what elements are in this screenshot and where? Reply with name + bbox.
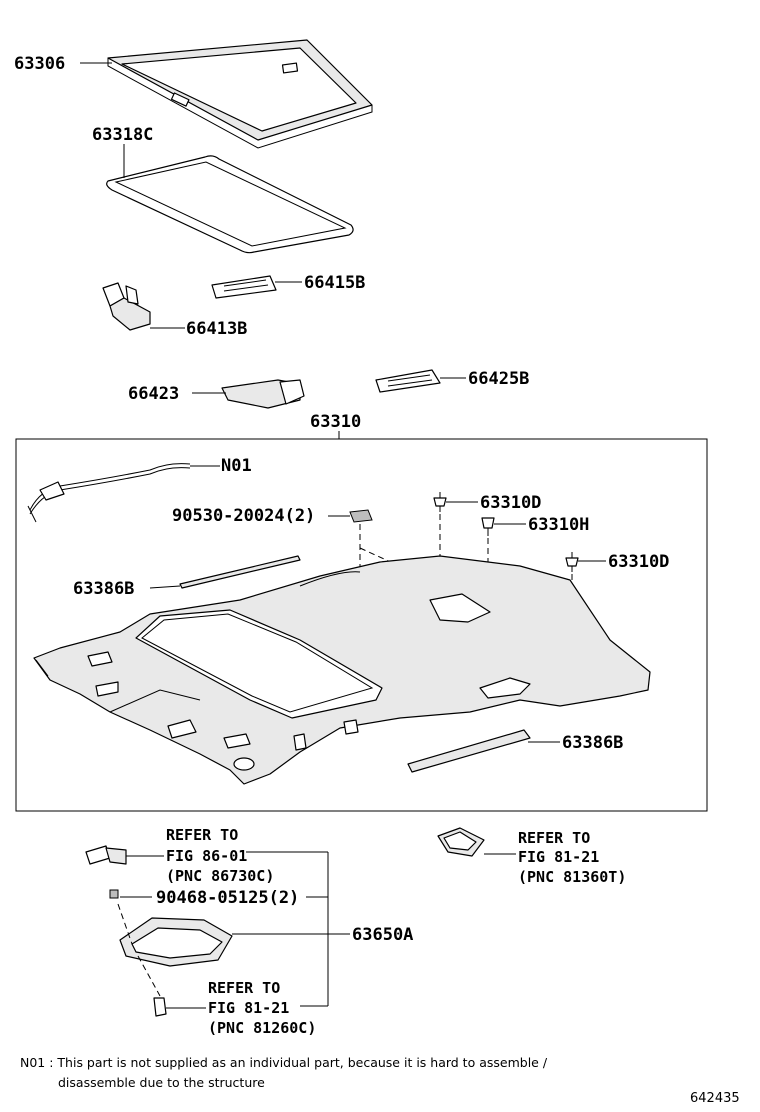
trim-strip-63386b-upper-drawing bbox=[179, 555, 301, 589]
label-66415b: 66415B bbox=[304, 273, 365, 293]
ref2-line1: REFER TO bbox=[518, 829, 590, 847]
diagram-code: 642435 bbox=[690, 1091, 740, 1106]
bracket-66423-drawing bbox=[221, 379, 305, 409]
footnote-line1: N01 : This part is not supplied as an in… bbox=[20, 1055, 548, 1070]
label-63310h: 63310H bbox=[528, 515, 589, 535]
label-63310: 63310 bbox=[310, 412, 361, 432]
screw-90468-drawing bbox=[109, 889, 119, 899]
label-63650a: 63650A bbox=[352, 925, 413, 945]
cover-66415b-drawing bbox=[211, 275, 277, 299]
ref1-line2: FIG 86-01 bbox=[166, 847, 247, 865]
ref3-line2: FIG 81-21 bbox=[208, 999, 289, 1017]
ref2-line2: FIG 81-21 bbox=[518, 848, 599, 866]
label-90468-05125: 90468-05125(2) bbox=[156, 888, 299, 908]
label-66423: 66423 bbox=[128, 384, 179, 404]
clip-63310d-right-drawing bbox=[565, 552, 579, 572]
headliner-body-drawing bbox=[33, 555, 651, 785]
weatherstrip-seal-drawing bbox=[106, 155, 354, 254]
room-lamp-drawing bbox=[437, 827, 485, 857]
ref1-line1: REFER TO bbox=[166, 826, 238, 844]
label-n01: N01 bbox=[221, 456, 252, 476]
bracket-66413b-drawing bbox=[102, 282, 151, 331]
ref2-line3: (PNC 81360T) bbox=[518, 868, 626, 886]
trim-strip-63386b-lower-drawing bbox=[407, 729, 531, 773]
label-63310d-upper: 63310D bbox=[480, 493, 541, 513]
label-63310d-right: 63310D bbox=[608, 552, 669, 572]
pad-90530-drawing bbox=[349, 509, 373, 523]
label-63386b-lower: 63386B bbox=[562, 733, 623, 753]
label-63306: 63306 bbox=[14, 54, 65, 74]
wire-harness-n01-drawing bbox=[27, 463, 191, 523]
label-63386b-upper: 63386B bbox=[73, 579, 134, 599]
assembly-63310-frame bbox=[15, 438, 708, 812]
ref1-line3: (PNC 86730C) bbox=[166, 867, 274, 885]
sunshade-panel-drawing bbox=[107, 39, 373, 149]
bulb-drawing bbox=[153, 997, 167, 1017]
label-63318c: 63318C bbox=[92, 125, 153, 145]
map-lamp-assembly-drawing bbox=[117, 903, 233, 997]
ref3-line1: REFER TO bbox=[208, 979, 280, 997]
footnote-line2: disassemble due to the structure bbox=[58, 1075, 265, 1090]
clip-63310h-drawing bbox=[481, 517, 495, 536]
label-66413b: 66413B bbox=[186, 319, 247, 339]
ref3-line3: (PNC 81260C) bbox=[208, 1019, 316, 1037]
label-90530-20024: 90530-20024(2) bbox=[172, 506, 315, 526]
cover-66425b-drawing bbox=[375, 369, 441, 393]
clip-63310d-upper-drawing bbox=[433, 492, 447, 512]
label-66425b: 66425B bbox=[468, 369, 529, 389]
lamp-socket-drawing bbox=[85, 845, 127, 865]
